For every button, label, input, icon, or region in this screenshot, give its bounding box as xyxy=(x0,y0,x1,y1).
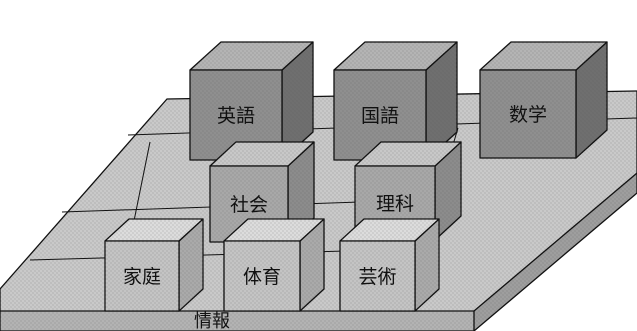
cube-japanese: 国語 xyxy=(333,41,458,161)
cube-front-texture xyxy=(340,241,415,311)
cube-label-science: 理科 xyxy=(376,193,414,215)
cube-side-texture xyxy=(288,142,314,242)
cube-side-texture xyxy=(179,219,203,311)
platform-edge xyxy=(473,172,637,312)
cube-label-pe: 体育 xyxy=(243,266,281,288)
cube-side-texture xyxy=(435,142,461,240)
cube-top-texture xyxy=(105,219,203,241)
cube-top-texture xyxy=(224,219,324,241)
platform-label: 情報 xyxy=(194,311,230,331)
cube-top-texture xyxy=(355,142,461,166)
cube-top-texture xyxy=(340,219,439,241)
cube-label-english: 英語 xyxy=(217,105,255,127)
cube-label-arts: 芸術 xyxy=(358,266,396,288)
cube-side-texture xyxy=(282,42,313,160)
cube-english: 英語 xyxy=(189,41,314,161)
cube-label-japanese: 国語 xyxy=(361,105,399,127)
cube-side-texture xyxy=(576,42,607,158)
cube-arts: 芸術 xyxy=(339,218,440,312)
cube-social: 社会 xyxy=(209,141,315,243)
cube-top-texture xyxy=(480,42,607,70)
cube-label-home: 家庭 xyxy=(123,266,161,288)
cube-label-math: 数学 xyxy=(509,104,547,126)
cube-math: 数学 xyxy=(479,41,608,159)
cube-label-social: 社会 xyxy=(230,194,268,216)
cube-front-texture xyxy=(224,241,300,311)
cube-front-texture xyxy=(105,241,179,311)
platform-right-texture xyxy=(474,173,637,331)
cube-side-texture xyxy=(300,219,324,311)
cube-top-texture xyxy=(190,42,313,70)
cube-front-texture xyxy=(190,70,282,160)
cube-front-texture xyxy=(480,70,576,158)
cube-side-texture xyxy=(426,42,457,160)
platform-front-texture xyxy=(0,311,474,331)
cube-front-texture xyxy=(334,70,426,160)
cube-pe: 体育 xyxy=(223,218,325,312)
cube-top-texture xyxy=(334,42,457,70)
cube-home: 家庭 xyxy=(104,218,204,312)
cube-side-texture xyxy=(415,219,439,311)
cube-top-texture xyxy=(210,142,314,166)
